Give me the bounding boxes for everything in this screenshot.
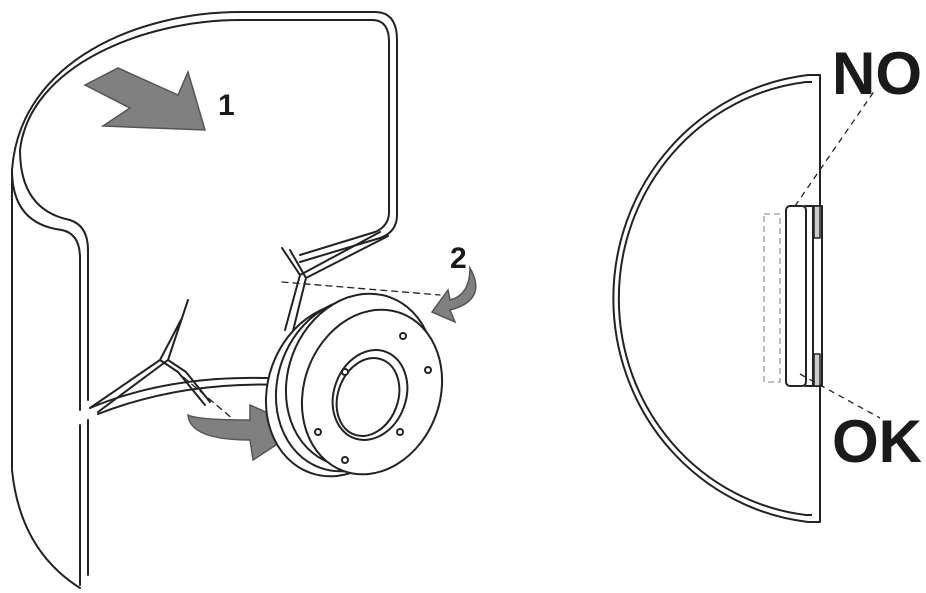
tank-rib-left bbox=[89, 299, 211, 413]
bolt-hole bbox=[399, 332, 407, 340]
cross-section-view bbox=[612, 74, 881, 523]
section-outer-shell bbox=[612, 74, 821, 523]
alignment-dashed-line bbox=[174, 281, 441, 426]
no-label: NO bbox=[832, 40, 922, 107]
tank-cutaway-edge-inner bbox=[11, 169, 81, 411]
ghost-position bbox=[763, 213, 781, 383]
flange-body bbox=[785, 205, 807, 387]
bolt-hole bbox=[314, 428, 322, 436]
arrow-2-icon bbox=[430, 265, 477, 324]
flange-ring bbox=[264, 292, 444, 478]
tank-front-face bbox=[79, 419, 89, 586]
ok-label: OK bbox=[832, 408, 922, 475]
pointer-ok-line bbox=[799, 373, 881, 419]
bolt-hole bbox=[396, 428, 404, 436]
pointer-no-line bbox=[794, 89, 876, 207]
bolt-hole bbox=[341, 456, 349, 464]
step-2-label: 2 bbox=[450, 242, 467, 275]
bolt-hole bbox=[341, 368, 349, 376]
arrow-1-icon bbox=[83, 67, 207, 131]
tank-rib-right bbox=[281, 231, 389, 336]
flange-edge-top bbox=[813, 205, 821, 239]
tank-cutaway-edge bbox=[19, 149, 89, 401]
tank-inner-wall bbox=[19, 19, 390, 256]
flange-edge-bottom bbox=[813, 353, 821, 387]
bolt-hole bbox=[424, 366, 432, 374]
flange-inner-ring-edge bbox=[335, 357, 401, 437]
section-inner-shell bbox=[617, 81, 812, 516]
tank-illustration bbox=[11, 11, 441, 589]
tank-outer-wall bbox=[11, 11, 398, 589]
step-1-label: 1 bbox=[218, 89, 235, 122]
